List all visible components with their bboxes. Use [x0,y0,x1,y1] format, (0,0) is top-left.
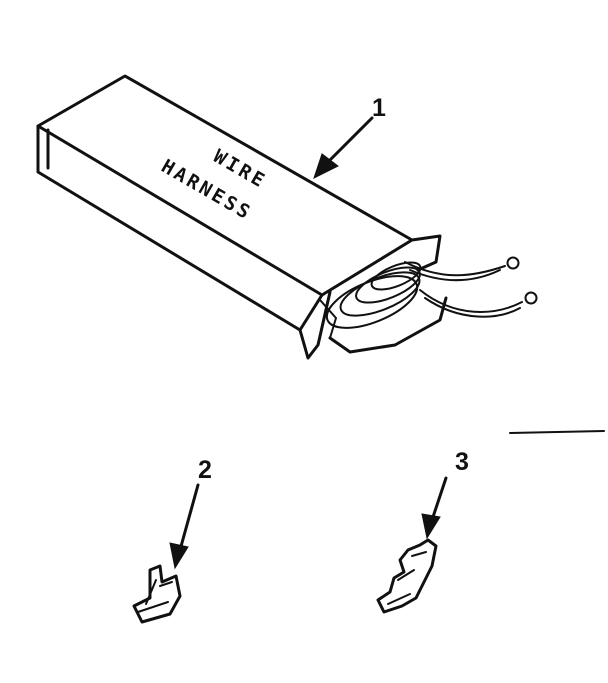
wire-lead-upper-2 [409,269,501,282]
box-side-flap [319,299,337,339]
coiled-wires [325,256,538,329]
terminal-3-detail [387,551,427,605]
terminal-part-2 [132,564,182,624]
callout-1-leader [328,116,374,162]
callout-3-leader [430,476,448,522]
box-bottom-flap [328,296,448,354]
wire-lead-upper [404,261,506,277]
stray-line [509,430,605,434]
callout-3-label: 3 [455,448,469,476]
wire-coil-4 [370,261,422,291]
terminal-2-body [132,564,182,624]
ring-terminal-lower [524,291,538,305]
box-top-face [36,74,414,297]
wire-lead-lower-2 [424,297,521,318]
terminal-part-3 [376,538,438,614]
callout-3: 3 [421,448,469,540]
callout-1-label: 1 [372,94,386,122]
callout-3-arrowhead [421,513,441,540]
wire-lead-lower [419,289,523,313]
box-front-face [36,124,324,332]
callout-1-arrowhead [313,153,339,179]
callout-2: 2 [169,456,212,570]
callout-1: 1 [313,94,386,179]
terminal-2-detail [137,579,173,613]
ring-terminal-upper [506,256,520,270]
callout-2-leader [178,483,200,552]
callout-2-label: 2 [198,456,212,484]
terminal-3-body [376,538,438,614]
callout-2-arrowhead [169,542,189,570]
box-top-flap [410,234,442,272]
box-front-flap [298,290,332,360]
